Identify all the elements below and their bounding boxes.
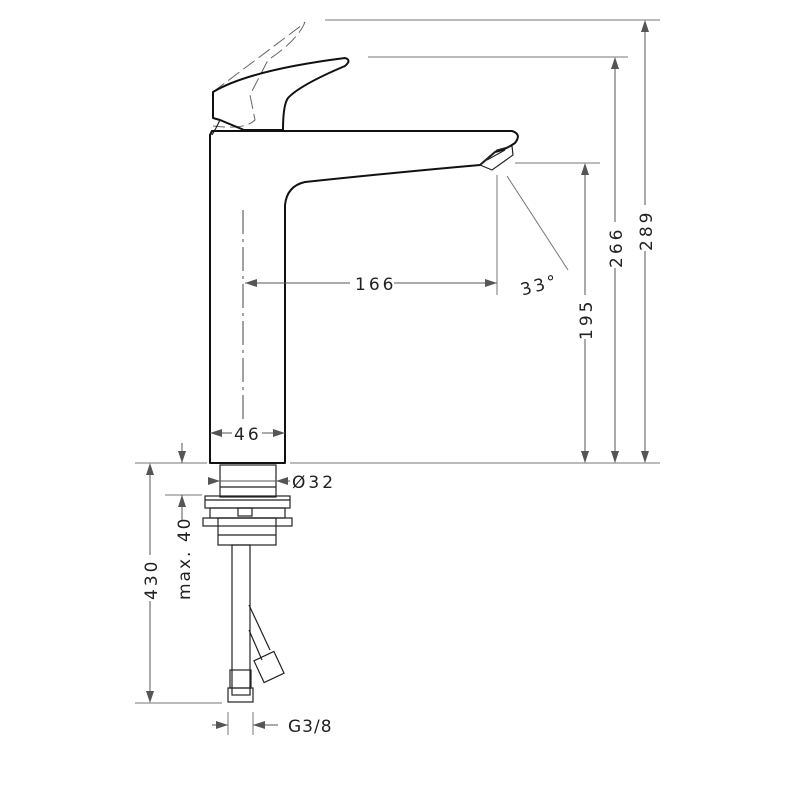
connection-thread-label: G3/8: [288, 717, 333, 737]
spout-angle-label: 33°: [518, 271, 561, 300]
body-width-label: 46: [234, 425, 262, 445]
max-deck-thickness-label: max. 40: [175, 517, 195, 600]
dimension-labels: 166 33° 195 266 289 46 Ø32 430 max. 40 G…: [141, 205, 657, 737]
handle-open-height-label: 289: [637, 210, 657, 251]
spout-height-label: 195: [577, 299, 597, 340]
handle-height-label: 266: [607, 227, 627, 268]
spout-reach-label: 166: [355, 275, 396, 295]
faucet-body: [209, 130, 519, 464]
shank-diameter-label: Ø32: [292, 473, 336, 493]
mounting-assembly: [202, 464, 293, 703]
extension-lines: [135, 19, 660, 735]
hose-length-label: 430: [142, 559, 162, 600]
handle: [211, 21, 350, 136]
